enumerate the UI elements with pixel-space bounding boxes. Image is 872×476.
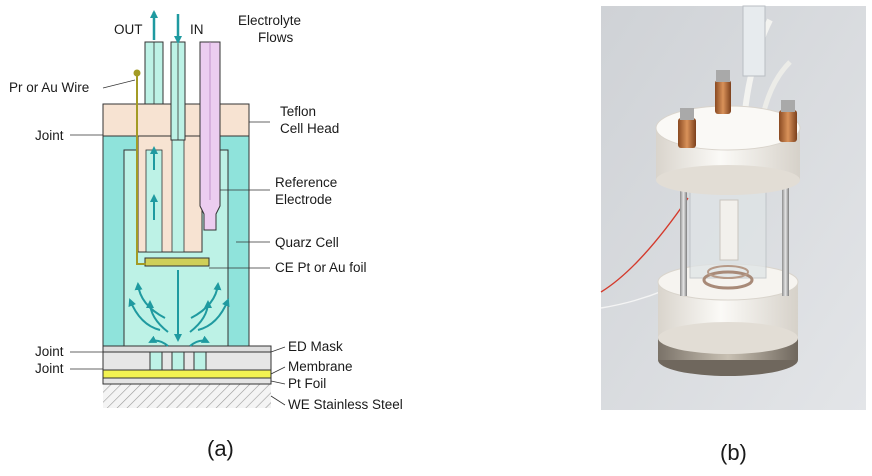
pt-foil-layer [102, 377, 272, 385]
label-reference-1: Reference [275, 175, 337, 190]
upper-teflon-bottom [656, 165, 800, 195]
label-we: WE Stainless Steel [288, 397, 403, 412]
terminal-nut [781, 100, 795, 112]
ce-foil [144, 257, 210, 267]
label-ed-mask: ED Mask [288, 339, 343, 354]
swirl-arrow [146, 300, 169, 333]
label-electrolyte-flows-1: Electrolyte [238, 13, 301, 28]
inner-electrode-holder [719, 199, 739, 261]
lower-joint [102, 345, 272, 353]
swirl-arrow [197, 298, 230, 331]
label-quartz-cell: Quarz Cell [275, 235, 339, 250]
pt-au-wire [136, 73, 146, 265]
label-pt-foil: Pt Foil [288, 376, 326, 391]
label-electrolyte-flows-2: Flows [258, 30, 294, 45]
ed-mask-opening [193, 351, 207, 371]
cell-photo: (b) [600, 5, 866, 465]
swirl-arrow [189, 335, 210, 347]
ce-coil [707, 265, 749, 279]
glass-tube [742, 5, 766, 77]
swirl-arrow [189, 300, 212, 333]
support-rod [680, 178, 687, 296]
support-rod [782, 178, 789, 296]
label-wire: Pr or Au Wire [9, 80, 89, 95]
swirl-arrow [148, 335, 169, 347]
label-joint-mid: Joint [35, 344, 64, 359]
inflow-channel [171, 139, 185, 253]
label-ce-foil: CE Pt or Au foil [275, 260, 367, 275]
copper-terminal [678, 118, 696, 148]
copper-terminal [779, 110, 797, 142]
label-teflon-head-2: Cell Head [280, 121, 339, 136]
label-teflon-head-1: Teflon [280, 104, 316, 119]
copper-terminal [715, 80, 731, 114]
label-reference-2: Electrode [275, 192, 332, 207]
label-joint-top: Joint [35, 128, 64, 143]
ed-mask-layer [102, 351, 272, 371]
caption-b: (b) [720, 440, 747, 465]
label-joint-low: Joint [35, 361, 64, 376]
red-lead [600, 197, 689, 293]
cell-schematic: OUT IN Electrolyte Flows Pr or Au Wire J… [9, 10, 403, 461]
lower-teflon-bottom [658, 322, 798, 354]
swirl-arrow [134, 282, 166, 319]
label-out: OUT [114, 22, 143, 37]
terminal-nut [680, 108, 694, 120]
ed-mask-opening [171, 351, 185, 371]
label-in: IN [190, 22, 204, 37]
swirl-arrow [128, 298, 161, 331]
caption-a: (a) [207, 436, 234, 461]
ce-coil [702, 270, 754, 290]
ed-mask-opening [149, 351, 163, 371]
membrane-layer [102, 369, 272, 379]
terminal-nut [716, 70, 730, 82]
we-stainless-steel [103, 384, 271, 408]
label-membrane: Membrane [288, 359, 353, 374]
